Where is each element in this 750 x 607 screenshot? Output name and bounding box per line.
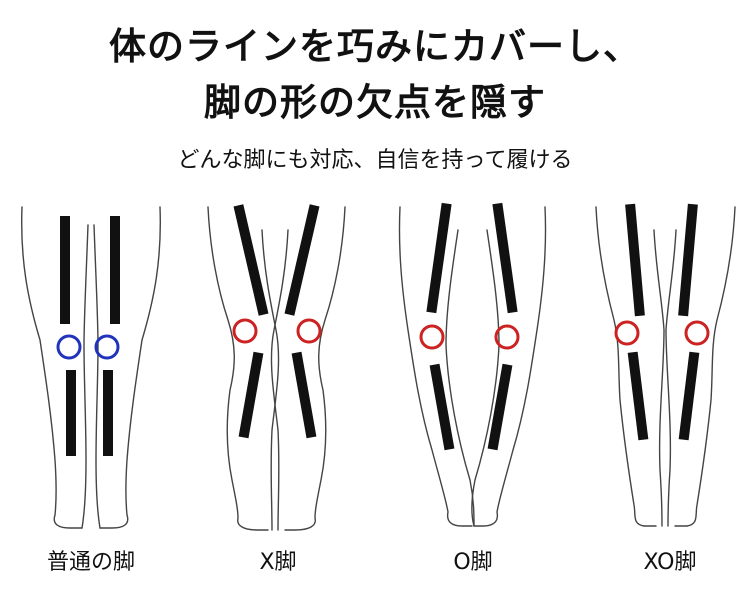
stripe-lower-left bbox=[429, 363, 455, 451]
legs-outline-xo bbox=[595, 206, 736, 527]
stripe-upper-right bbox=[284, 204, 320, 316]
legs-outline-o bbox=[398, 206, 547, 527]
subline: どんな脚にも対応、自信を持って履ける bbox=[177, 148, 573, 173]
figure-xo bbox=[595, 203, 736, 527]
knee-ring-left bbox=[56, 334, 82, 360]
caption-xo: XO脚 bbox=[643, 550, 697, 575]
knee-ring-right bbox=[494, 324, 520, 350]
knee-ring-right bbox=[296, 318, 322, 344]
legs-outline-x bbox=[207, 206, 346, 531]
headline-line-1: 体のラインを巧みにカバーし、 bbox=[109, 25, 641, 68]
stripe-lower-left bbox=[238, 351, 264, 439]
stripe-lower-left bbox=[627, 351, 649, 441]
caption-x: X脚 bbox=[259, 550, 297, 575]
stripe-lower-left bbox=[66, 370, 76, 456]
stripe-upper-right bbox=[678, 203, 698, 317]
stripe-lower-right bbox=[487, 363, 513, 451]
stripe-upper-left bbox=[60, 216, 70, 324]
knee-ring-left bbox=[614, 320, 640, 346]
caption-o: O脚 bbox=[453, 550, 493, 575]
stripe-upper-left bbox=[625, 203, 645, 317]
knee-ring-left bbox=[419, 324, 445, 350]
knee-ring-right bbox=[94, 334, 120, 360]
caption-normal: 普通の脚 bbox=[46, 550, 135, 575]
knee-ring-left bbox=[232, 318, 258, 344]
figure-x bbox=[207, 204, 346, 531]
headline-line-2: 脚の形の欠点を隠す bbox=[204, 81, 546, 124]
stripe-upper-right bbox=[492, 202, 518, 314]
stripe-upper-left bbox=[426, 202, 452, 314]
stripe-lower-right bbox=[678, 351, 700, 441]
knee-ring-right bbox=[684, 320, 710, 346]
figure-o bbox=[398, 202, 547, 527]
stripe-upper-left bbox=[233, 204, 269, 316]
stripe-lower-right bbox=[291, 351, 317, 439]
legs-outline-normal bbox=[21, 206, 161, 529]
stripe-upper-right bbox=[110, 216, 120, 324]
stripe-lower-right bbox=[103, 370, 113, 456]
figure-normal bbox=[21, 206, 161, 529]
